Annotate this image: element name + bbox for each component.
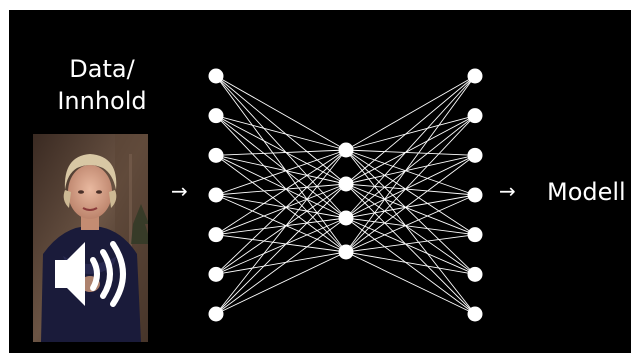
network-edge-1-0-4 [345, 149, 476, 236]
network-edge-0-6-3 [215, 251, 347, 315]
network-edge-0-1-2 [215, 115, 347, 219]
network-edge-0-2-3 [215, 154, 347, 253]
network-edge-1-1-5 [345, 183, 476, 275]
network-edge-0-5-0 [215, 149, 347, 275]
network-edge-0-6-1 [215, 183, 347, 315]
network-edge-1-2-0 [345, 75, 476, 219]
network-node-2-1 [467, 108, 483, 124]
network-edge-1-0-3 [345, 149, 476, 196]
network-edge-0-2-0 [215, 149, 347, 156]
network-edge-0-4-0 [215, 149, 347, 236]
network-edge-1-1-6 [345, 183, 476, 315]
network-edge-1-1-3 [345, 183, 476, 196]
network-edge-0-2-1 [215, 154, 347, 185]
network-node-2-6 [467, 306, 483, 322]
network-edge-0-1-0 [215, 115, 347, 151]
network-edge-1-3-2 [345, 154, 476, 253]
network-node-2-5 [467, 266, 483, 282]
network-node-0-5 [208, 266, 224, 282]
network-edge-0-4-1 [215, 183, 347, 236]
network-edge-1-2-3 [345, 194, 476, 219]
network-node-0-2 [208, 147, 224, 163]
input-label-line2: Innhold [57, 87, 147, 115]
output-label: Modell [547, 178, 626, 206]
network-edge-0-0-2 [215, 75, 347, 219]
network-edge-0-5-2 [215, 217, 347, 275]
network-edge-1-1-4 [345, 183, 476, 236]
network-edge-1-0-2 [345, 149, 476, 156]
network-node-1-0 [338, 142, 354, 158]
network-node-0-3 [208, 187, 224, 203]
network-edge-1-3-5 [345, 251, 476, 275]
network-edge-1-1-0 [345, 75, 476, 185]
network-edge-0-4-3 [215, 234, 347, 253]
network-edge-0-2-2 [215, 154, 347, 219]
network-edge-0-3-1 [215, 183, 347, 196]
network-edge-0-0-1 [215, 75, 347, 185]
network-edge-1-3-0 [345, 75, 476, 253]
network-node-0-6 [208, 306, 224, 322]
network-edge-0-6-0 [215, 149, 347, 315]
network-edge-0-5-3 [215, 251, 347, 275]
network-edge-1-2-1 [345, 115, 476, 219]
network-edge-0-3-0 [215, 149, 347, 196]
network-edge-0-6-2 [215, 217, 347, 315]
network-edge-1-2-2 [345, 154, 476, 219]
network-node-0-1 [208, 108, 224, 124]
network-node-2-3 [467, 187, 483, 203]
network-edge-1-0-1 [345, 115, 476, 151]
video-thumbnail-image [33, 134, 148, 342]
neural-network-diagram [208, 68, 483, 322]
network-node-2-2 [467, 147, 483, 163]
network-edge-1-2-5 [345, 217, 476, 275]
network-edge-0-5-1 [215, 183, 347, 275]
output-arrow-icon: → [499, 179, 516, 203]
network-node-1-3 [338, 244, 354, 260]
network-edge-0-0-3 [215, 75, 347, 253]
network-node-1-1 [338, 176, 354, 192]
network-node-2-0 [467, 68, 483, 84]
network-edge-1-1-1 [345, 115, 476, 185]
network-edge-1-3-1 [345, 115, 476, 253]
network-edge-0-1-3 [215, 115, 347, 253]
network-edge-1-1-2 [345, 154, 476, 185]
network-edge-1-0-6 [345, 149, 476, 315]
network-edge-0-3-3 [215, 194, 347, 253]
network-edge-1-2-6 [345, 217, 476, 315]
network-edge-1-0-0 [345, 75, 476, 151]
network-edge-0-4-2 [215, 217, 347, 236]
network-edge-1-3-6 [345, 251, 476, 315]
network-node-2-4 [467, 227, 483, 243]
network-edge-0-1-1 [215, 115, 347, 185]
input-label-line1: Data/ [69, 55, 135, 83]
network-node-0-0 [208, 68, 224, 84]
network-node-0-4 [208, 227, 224, 243]
network-node-1-2 [338, 210, 354, 226]
network-edge-0-3-2 [215, 194, 347, 219]
network-edge-1-3-4 [345, 234, 476, 253]
network-edge-0-0-0 [215, 75, 347, 151]
network-edge-1-3-3 [345, 194, 476, 253]
slide-canvas: Data/ Innhold [9, 10, 631, 353]
network-edge-1-0-5 [345, 149, 476, 275]
speaker-volume-icon [55, 241, 126, 307]
input-arrow-icon: → [171, 179, 188, 203]
video-thumbnail [33, 134, 148, 342]
network-edge-1-2-4 [345, 217, 476, 236]
